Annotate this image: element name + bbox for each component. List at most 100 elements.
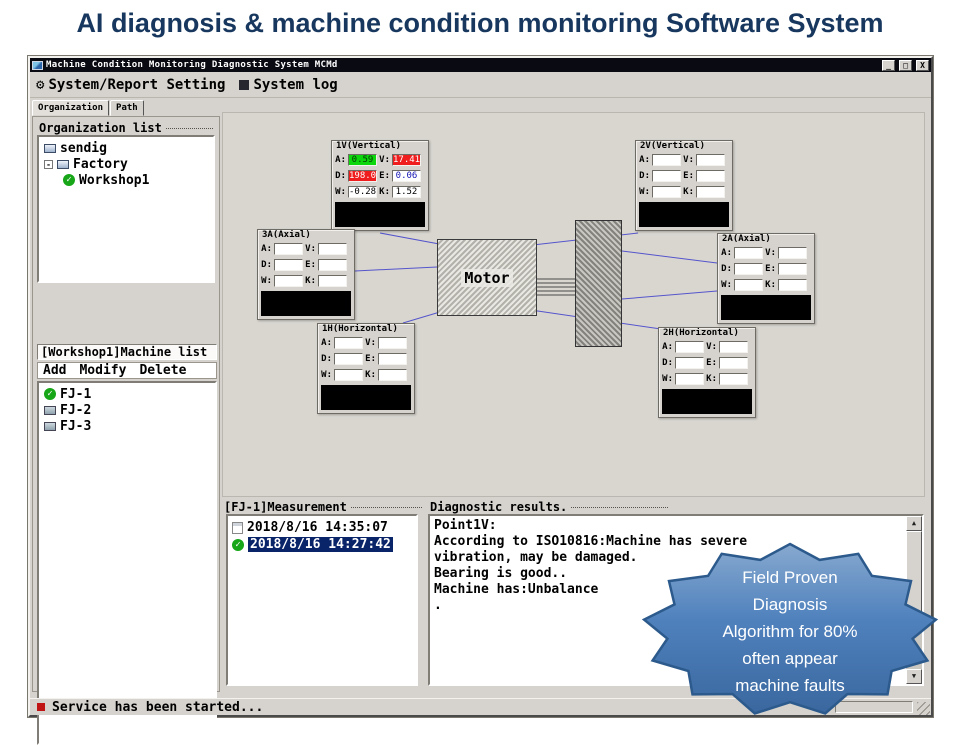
field-value bbox=[734, 263, 763, 275]
field-label: V: bbox=[683, 155, 694, 165]
tab-row: Organization Path bbox=[32, 99, 145, 116]
waveform-display bbox=[261, 291, 351, 316]
measurement-list: 2018/8/16 14:35:07 ✓ 2018/8/16 14:27:42 bbox=[226, 514, 418, 686]
resize-grip[interactable] bbox=[917, 702, 930, 715]
measurement-item-selected[interactable]: ✓ 2018/8/16 14:27:42 bbox=[228, 536, 416, 553]
field-label: V: bbox=[379, 155, 390, 165]
machine-item-label: FJ-1 bbox=[60, 386, 92, 402]
tree-item-label: Factory bbox=[73, 156, 128, 172]
field-value bbox=[675, 357, 704, 369]
organization-tree: sendig - Factory ✓ Workshop1 bbox=[37, 135, 215, 283]
field-value bbox=[274, 243, 303, 255]
field-value bbox=[696, 170, 725, 182]
field-label: V: bbox=[706, 342, 717, 352]
field-value: 17.41 bbox=[392, 154, 421, 166]
scroll-up-button[interactable]: ▲ bbox=[906, 516, 922, 531]
waveform-display bbox=[662, 389, 752, 414]
field-label: A: bbox=[721, 248, 732, 258]
close-button[interactable]: X bbox=[916, 59, 929, 71]
app-icon bbox=[32, 60, 43, 70]
diagnostic-line: . bbox=[434, 598, 442, 613]
diagnostic-line: vibration, may be damaged. bbox=[434, 550, 638, 565]
waveform-display bbox=[721, 295, 811, 320]
point-panel-2a: 2A(Axial) A: V: D: E: W: K: bbox=[717, 233, 815, 324]
machine-list: ✓ FJ-1 FJ-2 FJ-3 bbox=[37, 381, 217, 745]
callout-burst: Field Proven Diagnosis Algorithm for 80%… bbox=[640, 541, 940, 719]
callout-line: Diagnosis bbox=[752, 594, 828, 614]
waveform-display bbox=[321, 385, 411, 410]
add-button[interactable]: Add bbox=[43, 363, 67, 378]
field-value bbox=[778, 263, 807, 275]
collapse-icon[interactable]: - bbox=[44, 159, 53, 169]
modify-button[interactable]: Modify bbox=[79, 363, 127, 378]
field-value bbox=[318, 275, 347, 287]
measurement-title-text: [FJ-1]Measurement bbox=[224, 500, 347, 514]
status-cell bbox=[835, 701, 913, 713]
field-value bbox=[378, 337, 407, 349]
field-value bbox=[696, 154, 725, 166]
machine-list-title: [Workshop1]Machine list bbox=[37, 344, 217, 360]
field-value bbox=[675, 341, 704, 353]
field-value bbox=[334, 353, 363, 365]
organization-list-title: Organization list bbox=[39, 121, 215, 135]
field-label: A: bbox=[335, 155, 346, 165]
field-label: E: bbox=[379, 171, 390, 181]
machine-icon bbox=[44, 421, 56, 431]
motor-label: Motor bbox=[438, 240, 536, 315]
field-label: V: bbox=[305, 244, 316, 254]
callout-line: machine faults bbox=[735, 675, 845, 695]
point-panel-2v: 2V(Vertical) A: V: D: E: W: K: bbox=[635, 140, 733, 231]
point-panel-title: 1V(Vertical) bbox=[336, 141, 402, 151]
field-value bbox=[318, 243, 347, 255]
check-icon: ✓ bbox=[63, 174, 75, 186]
field-label: K: bbox=[379, 187, 390, 197]
machine-item-fj3[interactable]: FJ-3 bbox=[39, 418, 215, 434]
tab-path[interactable]: Path bbox=[110, 100, 144, 116]
point-panel-fields: A: V: D: E: W: K: bbox=[718, 245, 814, 293]
field-value bbox=[778, 279, 807, 291]
field-label: K: bbox=[706, 374, 717, 384]
minimize-button[interactable]: _ bbox=[882, 59, 895, 71]
field-value bbox=[652, 170, 681, 182]
diagnostic-line: Bearing is good.. bbox=[434, 566, 568, 581]
field-value: 1.52 bbox=[392, 186, 421, 198]
system-report-setting-button[interactable]: ⚙ System/Report Setting bbox=[36, 77, 225, 93]
slide: AI diagnosis & machine condition monitor… bbox=[0, 0, 960, 720]
field-label: A: bbox=[639, 155, 650, 165]
maximize-button[interactable]: □ bbox=[899, 59, 912, 71]
field-label: A: bbox=[261, 244, 272, 254]
system-log-button[interactable]: System log bbox=[239, 76, 338, 93]
field-label: E: bbox=[305, 260, 316, 270]
check-icon: ✓ bbox=[44, 388, 56, 400]
point-panel-title: 2H(Horizontal) bbox=[663, 328, 739, 338]
callout-line: Algorithm for 80% bbox=[722, 621, 858, 641]
machine-item-fj1[interactable]: ✓ FJ-1 bbox=[39, 386, 215, 402]
field-value bbox=[719, 373, 748, 385]
tab-organization[interactable]: Organization bbox=[32, 100, 110, 116]
status-indicator-icon bbox=[37, 703, 45, 711]
window-titlebar[interactable]: Machine Condition Monitoring Diagnostic … bbox=[30, 58, 931, 72]
measurement-item[interactable]: 2018/8/16 14:35:07 bbox=[228, 519, 416, 536]
tree-item-factory[interactable]: - Factory bbox=[39, 156, 213, 172]
field-label: A: bbox=[662, 342, 673, 352]
field-label: E: bbox=[365, 354, 376, 364]
field-value: -0.28 bbox=[348, 186, 377, 198]
toolbar: ⚙ System/Report Setting System log bbox=[30, 72, 931, 98]
field-value bbox=[675, 373, 704, 385]
delete-button[interactable]: Delete bbox=[139, 363, 187, 378]
motor-block: Motor bbox=[437, 239, 537, 316]
field-value: 0.06 bbox=[392, 170, 421, 182]
field-label: K: bbox=[305, 276, 316, 286]
field-label: D: bbox=[321, 354, 332, 364]
system-log-label: System log bbox=[253, 76, 338, 93]
diagnostic-line: According to ISO10816:Machine has severe bbox=[434, 534, 748, 549]
machine-item-fj2[interactable]: FJ-2 bbox=[39, 402, 215, 418]
point-panel-title: 1H(Horizontal) bbox=[322, 324, 398, 334]
tree-item-sendig[interactable]: sendig bbox=[39, 140, 213, 156]
scroll-down-button[interactable]: ▼ bbox=[906, 669, 922, 684]
field-label: E: bbox=[683, 171, 694, 181]
tree-item-workshop1[interactable]: ✓ Workshop1 bbox=[39, 172, 213, 188]
diagnostic-title: Diagnostic results. bbox=[430, 500, 670, 514]
field-label: V: bbox=[365, 338, 376, 348]
field-label: W: bbox=[639, 187, 650, 197]
